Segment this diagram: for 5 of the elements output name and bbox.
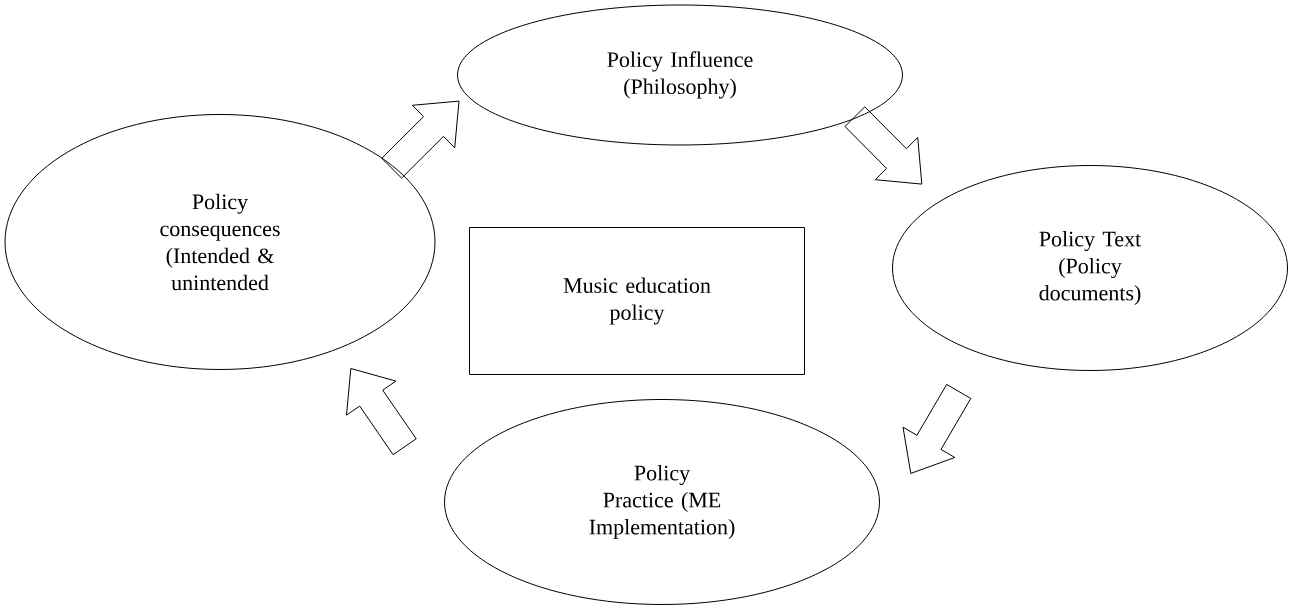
center-box: Music education policy [469, 227, 805, 375]
block-arrow [346, 368, 417, 456]
block-arrow [381, 100, 460, 179]
block-arrow [844, 106, 923, 185]
block-arrow [902, 383, 972, 474]
